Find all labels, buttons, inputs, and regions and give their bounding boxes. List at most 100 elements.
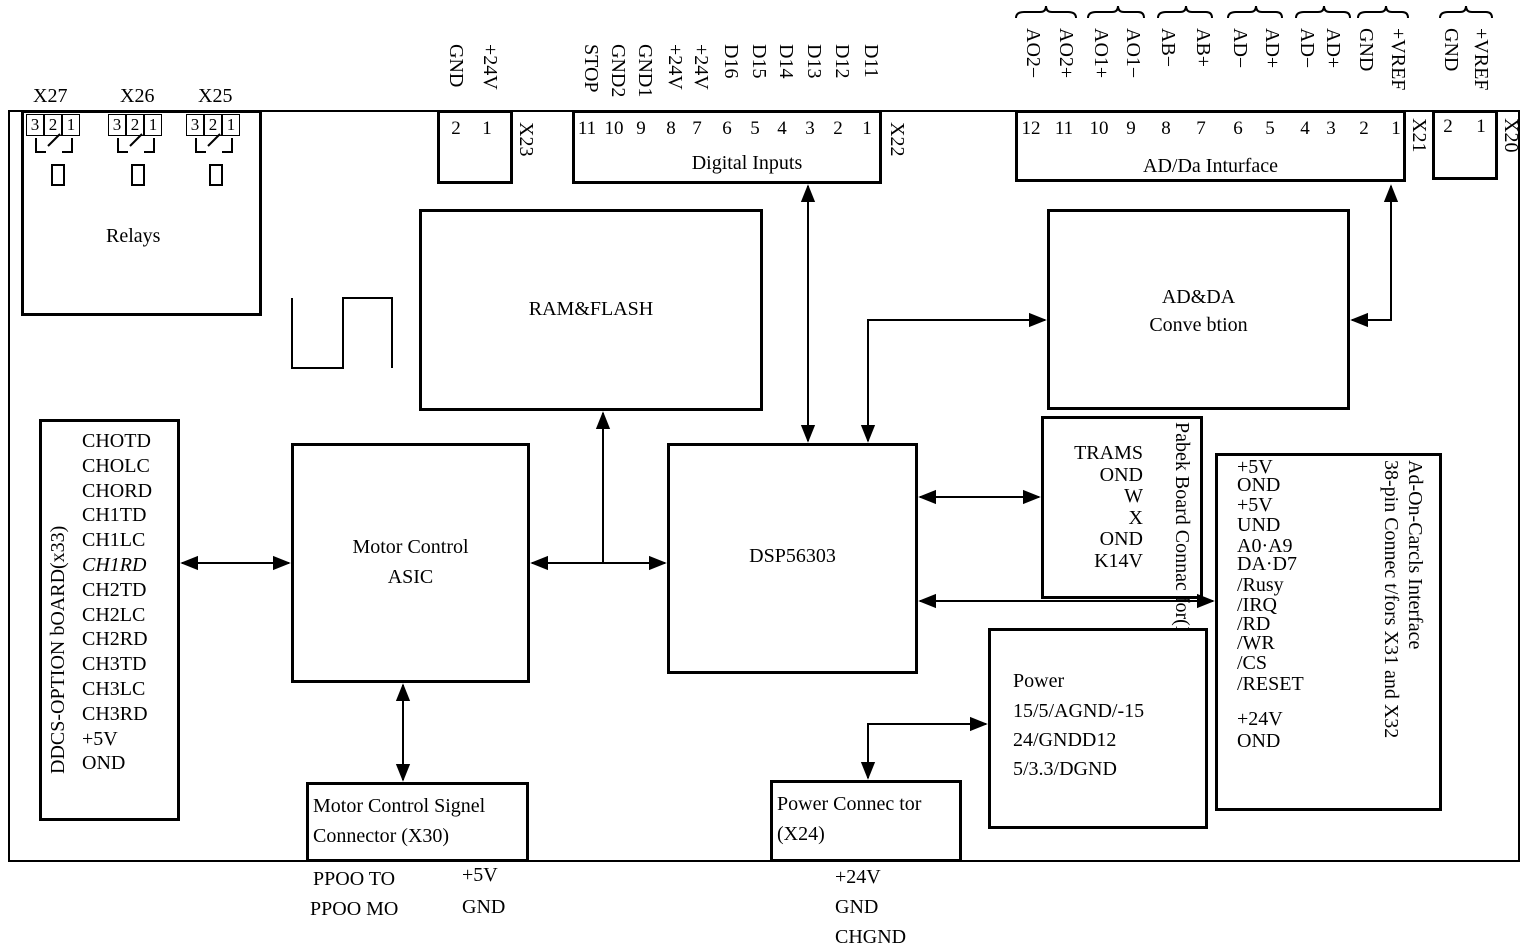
- x30-signal-ppoo-to: PPOO TO: [313, 868, 396, 890]
- x21-pin: 8: [1161, 118, 1171, 139]
- addon-signal: +5V: [1237, 494, 1273, 516]
- relay-contact-x25: [195, 133, 233, 153]
- option-board-signal: OND: [82, 752, 126, 775]
- x21-pin: 3: [1326, 118, 1336, 139]
- relay-pin: 1: [62, 114, 80, 136]
- x20-id: X20: [1500, 118, 1522, 153]
- x30-signal-5v: +5V: [462, 864, 498, 886]
- option-board-signal: CH3RD: [82, 702, 148, 725]
- addon-signal: DA·D7: [1237, 553, 1297, 575]
- relay-connector-x26: X26: [120, 85, 155, 107]
- option-board-signal: +5V: [82, 727, 118, 750]
- x21-pin: 7: [1196, 118, 1206, 139]
- option-board-block: [39, 419, 180, 821]
- x22-signal: GND1: [634, 44, 656, 98]
- option-board-signal: CH3TD: [82, 653, 147, 676]
- x21-signal: AO1+: [1090, 28, 1112, 79]
- relay-pin: 2: [204, 114, 222, 136]
- x22-pin: 7: [692, 118, 702, 139]
- dsp-block: [667, 443, 918, 674]
- x22-signal: D15: [748, 44, 770, 79]
- power-block: [988, 628, 1208, 829]
- relay-pin: 3: [186, 114, 204, 136]
- x20-connector: [1432, 110, 1498, 180]
- x21-pin: 5: [1265, 118, 1275, 139]
- option-board-signal: CH2LC: [82, 603, 146, 626]
- x22-pin: 1: [862, 118, 872, 139]
- x24-label-2: (X24): [777, 823, 825, 845]
- x21-signal: AB−: [1157, 28, 1179, 68]
- x22-pin: 6: [722, 118, 732, 139]
- x21-signal: AD+: [1322, 28, 1344, 69]
- panel-signal: OND: [1099, 463, 1143, 486]
- option-board-signal: CH2RD: [82, 628, 148, 651]
- x22-id: X22: [886, 122, 908, 157]
- option-board-signal: CH2TD: [82, 578, 147, 601]
- wire-x21-adda: [1350, 184, 1399, 328]
- x21-pin: 9: [1126, 118, 1136, 139]
- x21-signal: AD−: [1296, 28, 1318, 69]
- x21-signal: AO1−: [1122, 28, 1144, 79]
- x21-signal: AD+: [1261, 28, 1283, 69]
- x30-label-2: Connector (X30): [313, 825, 450, 847]
- x22-connector: [572, 110, 882, 184]
- x22-signal: D11: [860, 44, 882, 78]
- x21-pin: 10: [1089, 118, 1109, 139]
- addon-title-1: Ad-On-Carcls Interface: [1404, 460, 1426, 650]
- x23-connector: [437, 110, 513, 184]
- x22-pin: 11: [577, 118, 597, 139]
- x21-signal: AO2+: [1055, 28, 1077, 79]
- option-board-signal: CHOLC: [82, 454, 150, 477]
- x21-pin: 12: [1021, 118, 1041, 139]
- addon-signal: +5V: [1237, 456, 1273, 478]
- x30-label-1: Motor Control Signel: [313, 795, 486, 817]
- x21-connector: [1015, 110, 1406, 182]
- relay-contact-x27: [35, 133, 73, 153]
- power-line-1: 15/5/AGND/-15: [1013, 700, 1145, 722]
- relay-pin: 2: [126, 114, 144, 136]
- panel-signal: X: [1128, 506, 1143, 529]
- option-board-signal: CH1RD: [82, 554, 147, 576]
- motor-asic-label-1: Motor Control: [352, 536, 469, 558]
- addon-signal: OND: [1237, 474, 1281, 496]
- adda-label-2: Conve btion: [1149, 314, 1248, 336]
- adda-block: [1047, 209, 1350, 410]
- relay-coil-x25: [209, 164, 223, 186]
- addon-signal: /IRQ: [1237, 594, 1277, 616]
- x20-signal-gnd: GND: [1440, 28, 1462, 72]
- addon-signal: /Rusy: [1237, 574, 1284, 596]
- x22-pin: 9: [636, 118, 646, 139]
- panel-signal: K14V: [1094, 549, 1143, 572]
- relay-pin: 3: [26, 114, 44, 136]
- x22-pin: 8: [666, 118, 676, 139]
- addon-signal: +24V: [1237, 708, 1283, 730]
- option-board-signal: CH3LC: [82, 678, 146, 700]
- wire-adda-dsp: [860, 312, 1047, 443]
- option-board-signal: CH1TD: [82, 504, 147, 527]
- x23-signal-gnd: GND: [445, 44, 467, 88]
- option-board-signal: CHOTD: [82, 430, 151, 452]
- x24-label-1: Power Connec tor: [777, 793, 922, 815]
- x21-id: X21: [1408, 118, 1430, 153]
- x22-signal: D16: [720, 44, 742, 79]
- x22-signal: +24V: [664, 44, 686, 90]
- relay-pin: 1: [222, 114, 240, 136]
- x21-signal: GND: [1355, 28, 1377, 72]
- relays-label: Relays: [106, 225, 161, 247]
- x22-signal: +24V: [690, 44, 712, 90]
- x23-id: X23: [515, 122, 537, 157]
- x20-pin-2: 2: [1443, 116, 1453, 137]
- addon-signal: /WR: [1237, 632, 1275, 654]
- x22-signal: D13: [803, 44, 825, 79]
- x22-signal: GND2: [607, 44, 629, 98]
- addon-signal: /CS: [1237, 652, 1268, 674]
- relay-pin: 3: [108, 114, 126, 136]
- x21-signal: AB+: [1192, 28, 1214, 68]
- relay-pin: 2: [44, 114, 62, 136]
- option-board-signal: CH1LC: [82, 529, 146, 552]
- x21-pin: 11: [1054, 118, 1074, 139]
- panel-signal: OND: [1099, 528, 1143, 550]
- panel-signal: W: [1124, 485, 1143, 507]
- x22-signal: D12: [831, 44, 853, 79]
- power-title: Power: [1013, 670, 1065, 692]
